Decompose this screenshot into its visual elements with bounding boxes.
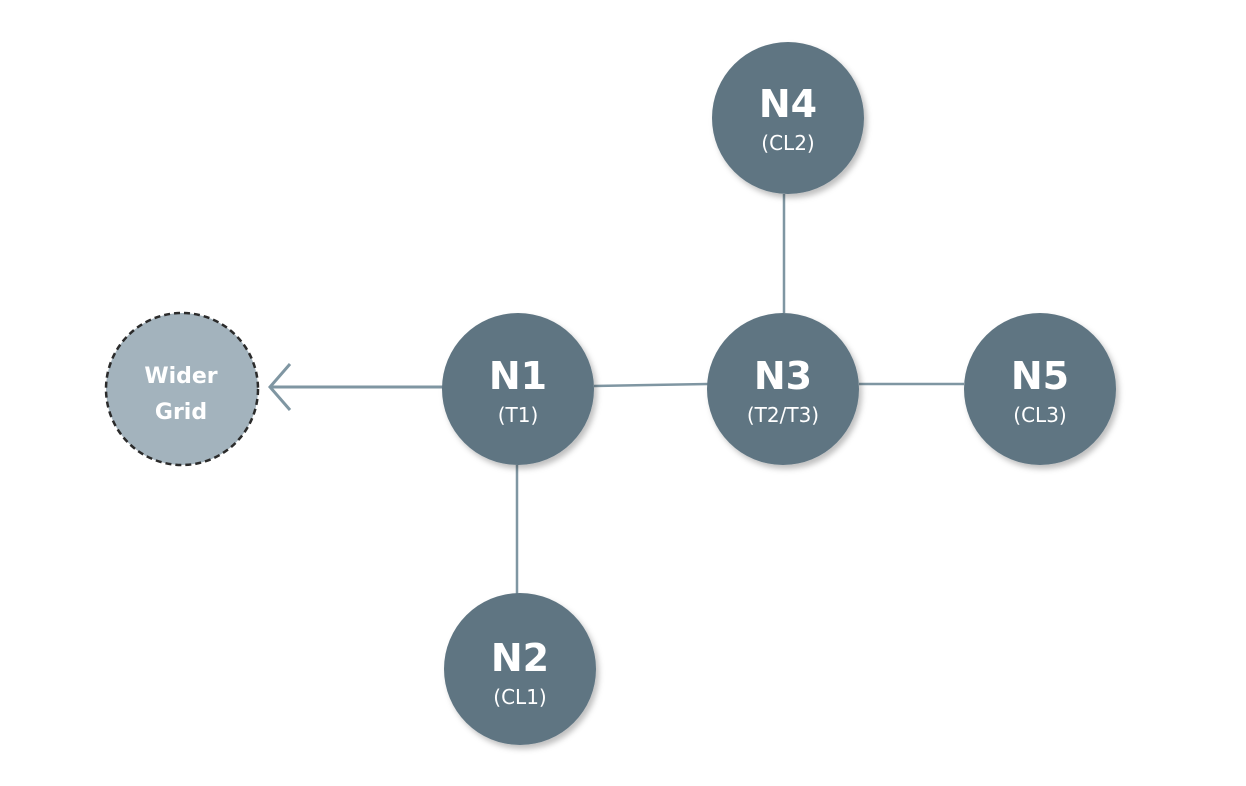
node-n3-title: N3 [754,354,812,398]
node-n3-subtitle: (T2/T3) [747,403,819,427]
wider-grid-label-line2: Grid [155,400,207,425]
node-n1: N1 (T1) [442,313,594,465]
edge-n1-n3 [593,382,709,388]
node-n4-subtitle: (CL2) [761,131,814,155]
wider-grid-label-line1: Wider [144,364,217,389]
node-n2-title: N2 [491,636,549,680]
node-n5: N5 (CL3) [964,313,1116,465]
wider-grid-node: Wider Grid [104,311,260,467]
arrowhead-icon [268,363,292,411]
node-n4: N4 (CL2) [712,42,864,194]
node-n5-subtitle: (CL3) [1013,403,1066,427]
node-n3: N3 (T2/T3) [707,313,859,465]
node-n2: N2 (CL1) [444,593,596,745]
node-n5-title: N5 [1011,354,1069,398]
node-n4-title: N4 [759,82,817,126]
node-n1-title: N1 [489,354,547,398]
node-n2-subtitle: (CL1) [493,685,546,709]
edges [268,194,964,595]
node-n1-subtitle: (T1) [498,403,539,427]
